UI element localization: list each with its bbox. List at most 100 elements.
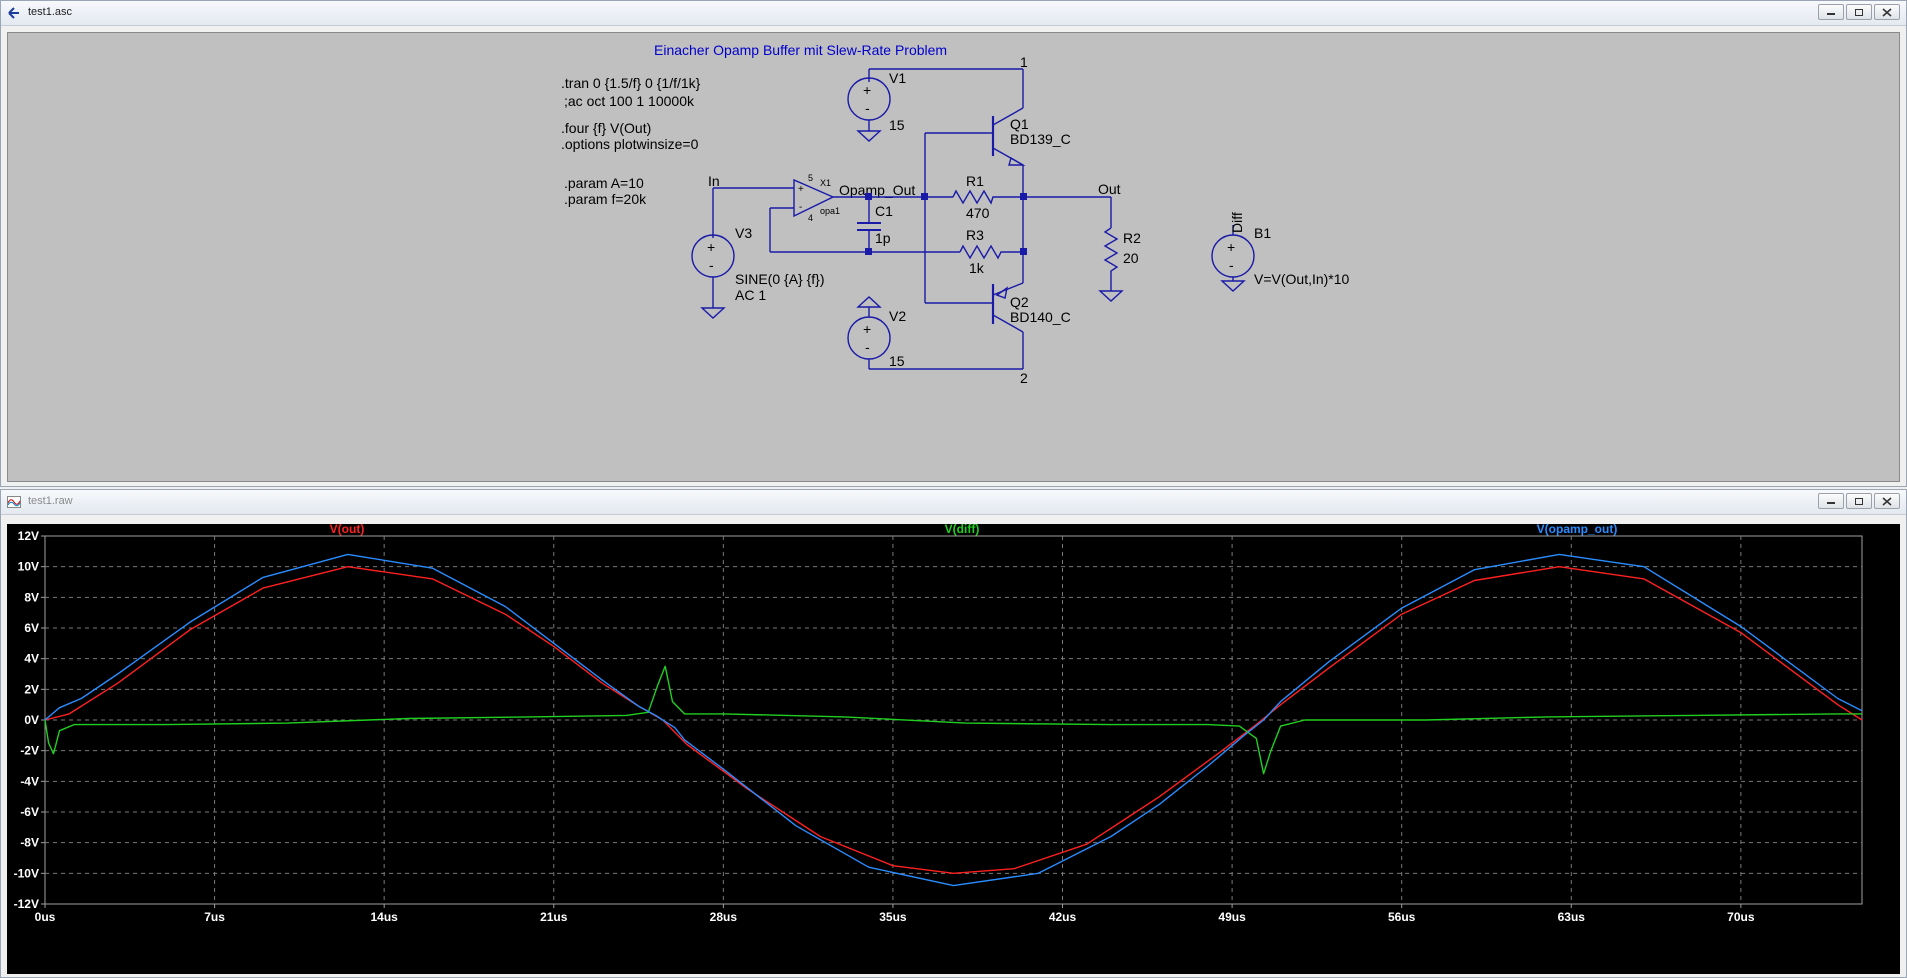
plot-window-title: test1.raw <box>28 495 73 507</box>
restore-icon <box>1855 8 1863 16</box>
plot-close-button[interactable] <box>1874 493 1900 509</box>
r2-resistor[interactable] <box>1098 197 1124 302</box>
r1-resistor[interactable] <box>952 189 1023 205</box>
v2-plus: + <box>863 321 871 337</box>
opamp-pin-4: 4 <box>808 213 813 223</box>
c1-capacitor[interactable] <box>857 197 881 252</box>
b1-label: B1 <box>1254 225 1271 241</box>
y-tick-label: -10V <box>14 866 39 880</box>
close-icon <box>1882 496 1892 506</box>
restore-icon <box>1855 497 1863 505</box>
trace-v-opamp-out- <box>44 553 1863 887</box>
y-tick-label: 12V <box>18 529 39 543</box>
x-tick-label: 56us <box>1388 910 1416 924</box>
x-tick-label: 28us <box>710 910 738 924</box>
opamp-minus: - <box>799 202 802 213</box>
plot-minimize-button[interactable] <box>1818 493 1844 509</box>
y-tick-label: -6V <box>20 805 39 819</box>
q2-label: Q2 <box>1010 294 1029 310</box>
q2-transistor[interactable] <box>925 282 1024 369</box>
v3-source[interactable]: + - <box>691 234 735 319</box>
v2-label: V2 <box>889 308 906 324</box>
x-tick-label: 35us <box>879 910 907 924</box>
schematic-title: Einacher Opamp Buffer mit Slew-Rate Prob… <box>654 42 947 58</box>
net-out-label: Out <box>1098 181 1121 197</box>
net-2-label: 2 <box>1020 370 1028 386</box>
schematic-window-title: test1.asc <box>28 6 73 18</box>
y-tick-label: 0V <box>24 713 39 727</box>
q1-transistor[interactable] <box>925 107 1026 197</box>
schematic-window: test1.asc Einacher Opamp Buffer mit Slew… <box>0 0 1907 487</box>
b1-plus: + <box>1227 239 1235 255</box>
r3-resistor[interactable] <box>959 244 1023 260</box>
v3-value-ac: AC 1 <box>735 287 766 303</box>
trace-v-diff- <box>44 665 1862 775</box>
net-in-label: In <box>708 173 720 189</box>
plot-restore-button[interactable] <box>1846 493 1872 509</box>
v1-label: V1 <box>889 70 906 86</box>
r3-value: 1k <box>969 260 985 276</box>
minimize-button[interactable] <box>1818 4 1844 20</box>
net-1-label: 1 <box>1020 54 1028 70</box>
close-icon <box>1882 7 1892 17</box>
r1-value: 470 <box>966 205 990 221</box>
plot-titlebar[interactable]: test1.raw <box>1 490 1906 515</box>
v1-source[interactable]: + - <box>847 68 1024 142</box>
tran-directive: .tran 0 {1.5/f} 0 {1/f/1k} <box>561 75 701 91</box>
v2-minus: - <box>865 339 870 355</box>
q1-label: Q1 <box>1010 116 1029 132</box>
c1-label: C1 <box>875 203 893 219</box>
b1-source[interactable]: + - <box>1211 225 1255 292</box>
v3-label: V3 <box>735 225 752 241</box>
y-tick-label: -4V <box>20 774 39 788</box>
restore-button[interactable] <box>1846 4 1872 20</box>
c1-value: 1p <box>875 230 891 246</box>
trace-v-out- <box>44 566 1863 874</box>
x-tick-label: 7us <box>204 910 225 924</box>
x-tick-label: 14us <box>370 910 398 924</box>
r2-label: R2 <box>1123 230 1141 246</box>
opamp-model: opa1 <box>820 206 840 216</box>
waveform-icon <box>7 496 21 508</box>
y-tick-label: 6V <box>24 621 39 635</box>
param-f-directive: .param f=20k <box>564 191 647 207</box>
close-button[interactable] <box>1874 4 1900 20</box>
opamp-plus: + <box>798 184 804 195</box>
options-directive: .options plotwinsize=0 <box>561 136 699 152</box>
v2-value: 15 <box>889 353 905 369</box>
opamp-x1[interactable]: + - X1 opa1 5 4 <box>793 173 840 223</box>
net-diff-label: Diff <box>1229 212 1245 233</box>
x-tick-label: 70us <box>1727 910 1755 924</box>
x-tick-label: 42us <box>1049 910 1077 924</box>
y-tick-label: -8V <box>20 836 39 850</box>
minimize-icon <box>1827 502 1835 504</box>
x-tick-label: 49us <box>1218 910 1246 924</box>
legend-v-out-: V(out) <box>330 524 365 536</box>
schematic-canvas[interactable]: Einacher Opamp Buffer mit Slew-Rate Prob… <box>7 32 1900 482</box>
v2-source[interactable]: + - <box>847 296 1023 370</box>
schematic-titlebar[interactable]: test1.asc <box>1 1 1906 26</box>
x-tick-label: 21us <box>540 910 568 924</box>
v1-minus: - <box>865 100 870 116</box>
opamp-x1-label: X1 <box>820 178 831 188</box>
v1-value: 15 <box>889 117 905 133</box>
param-a-directive: .param A=10 <box>564 175 644 191</box>
y-tick-label: 8V <box>24 590 39 604</box>
v1-plus: + <box>863 82 871 98</box>
r3-label: R3 <box>966 227 984 243</box>
y-tick-label: -2V <box>20 744 39 758</box>
b1-minus: - <box>1229 257 1234 273</box>
minimize-icon <box>1827 13 1835 15</box>
legend-v-opamp-out-: V(opamp_out) <box>1537 524 1618 536</box>
four-directive: .four {f} V(Out) <box>561 120 651 136</box>
v3-plus: + <box>707 239 715 255</box>
y-tick-label: 4V <box>24 652 39 666</box>
y-tick-label: 10V <box>18 560 39 574</box>
x-tick-label: 63us <box>1558 910 1586 924</box>
net-opamp-out-label: Opamp_Out <box>839 182 915 198</box>
opamp-pin-5: 5 <box>808 173 813 183</box>
v3-minus: - <box>709 257 714 273</box>
